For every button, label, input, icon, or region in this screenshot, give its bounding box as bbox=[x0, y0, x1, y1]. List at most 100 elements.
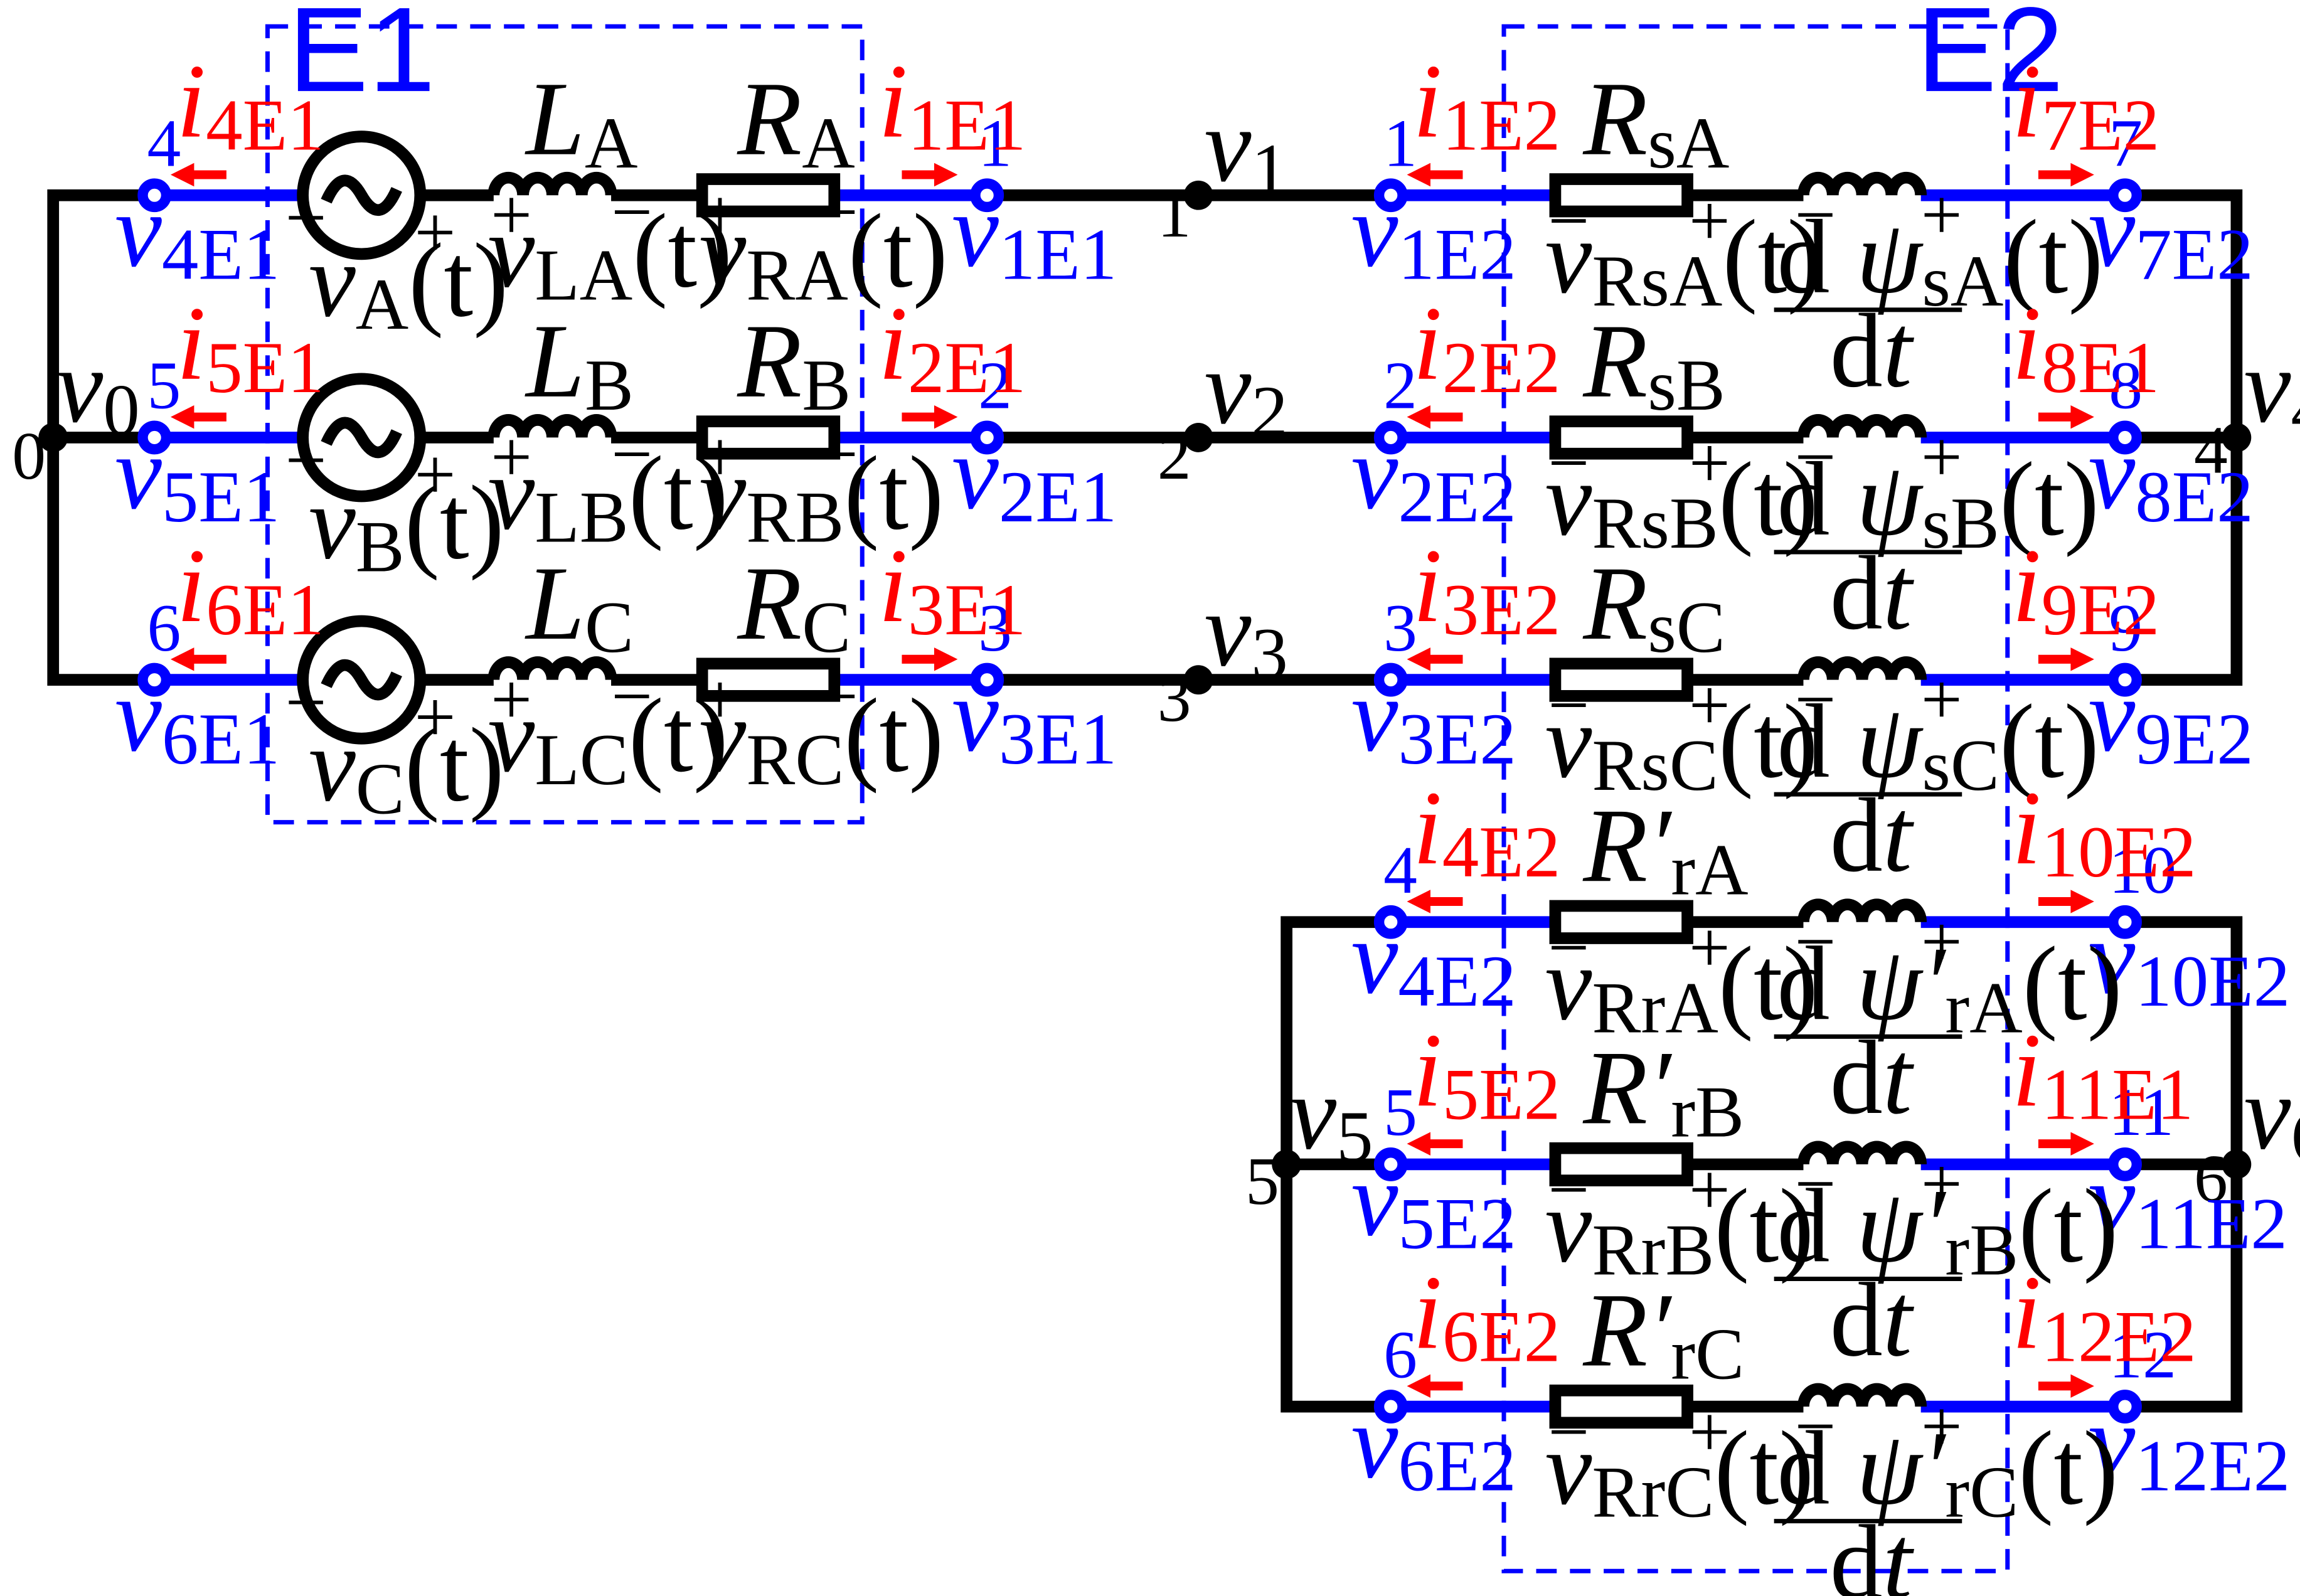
e1-row-1-resistor-voltage: vRA(t) bbox=[700, 193, 948, 316]
e1-row-1-current-right: i1E1 bbox=[878, 43, 1026, 166]
e2-row-6-terminal-left-number: 6 bbox=[1383, 1317, 1417, 1392]
block-e2-border bbox=[1501, 24, 2010, 1573]
node-1-dot bbox=[1183, 180, 1213, 210]
block-e1-label: E1 bbox=[288, 0, 435, 117]
e2-row-1-terminal-right bbox=[2108, 178, 2142, 213]
e2-row-2-terminal-right-number: 8 bbox=[2109, 349, 2143, 423]
node-0-number: 0 bbox=[12, 419, 46, 494]
e1-row-1-current-left: i4E1 bbox=[176, 43, 324, 166]
e1-row-3-resistor-minus: − bbox=[817, 656, 858, 737]
e2-row-1-current-left-arrow-head bbox=[1407, 162, 1431, 187]
e2-row-5-resistor-label: R′rB bbox=[1582, 1029, 1744, 1152]
e2-row-3-inductor bbox=[1797, 656, 1927, 681]
e1-row-3-terminal-left-number: 6 bbox=[147, 591, 181, 666]
node-3-number: 3 bbox=[1158, 661, 1191, 736]
e1-row-3-port-voltage-left: v6E1 bbox=[115, 657, 280, 780]
e2-row-3-terminal-left bbox=[1373, 662, 1408, 697]
e2-row-2-port-voltage-left: v2E2 bbox=[1351, 415, 1516, 538]
e2-row-5-flux-derivative-denominator: dt bbox=[1830, 1262, 1915, 1378]
e2-row-2-port-voltage-right: v8E2 bbox=[2089, 415, 2254, 538]
node-v3-label: v3 bbox=[1205, 572, 1288, 694]
e1-row-3-source-plus: + bbox=[414, 677, 455, 758]
e1-row-1-inductor bbox=[487, 171, 617, 196]
e2-row-3-current-right: i9E2 bbox=[2012, 528, 2159, 651]
e2-row-2-terminal-left bbox=[1373, 420, 1408, 455]
e1-row-2-source-minus: − bbox=[285, 420, 327, 501]
e2-row-1-flux-minus: − bbox=[1794, 174, 1836, 255]
sine-wave-icon bbox=[321, 417, 402, 459]
e2-row-1-resistor-voltage: vRsA(t) bbox=[1545, 199, 1823, 322]
e2-row-5-resistor-plus: + bbox=[1689, 1149, 1730, 1230]
node-6-dot bbox=[2222, 1149, 2252, 1179]
e1-row-2-current-right-arrow-head bbox=[934, 405, 958, 429]
e1-row-2-resistor-minus: − bbox=[817, 414, 858, 495]
node-4-number: 4 bbox=[2194, 413, 2228, 488]
e1-row-1-source-plus: + bbox=[414, 193, 455, 274]
e1-row-2-terminal-right bbox=[970, 420, 1004, 455]
inductor-coil bbox=[1797, 171, 1927, 196]
inductor-coil bbox=[1797, 1141, 1927, 1165]
e1-row-2-inductor-plus: + bbox=[491, 417, 532, 498]
e2-row-1-flux-derivative-denominator: dt bbox=[1830, 293, 1915, 410]
e1-row-2-source-plus: + bbox=[414, 435, 455, 516]
e2-row-5-terminal-left-number: 5 bbox=[1383, 1075, 1417, 1150]
node-2-number: 2 bbox=[1158, 419, 1191, 494]
e2-row-5-port-voltage-right: v11E2 bbox=[2089, 1141, 2287, 1264]
node-v1-label: v1 bbox=[1205, 87, 1288, 210]
e1-row-3-inductor-plus: + bbox=[491, 659, 532, 740]
e1-row-1-resistor-label: RA bbox=[737, 61, 855, 184]
e2-row-1-resistor-plus: + bbox=[1689, 181, 1730, 262]
e2-row-4-resistor bbox=[1549, 900, 1693, 944]
e2-row-4-flux-derivative-denominator: dt bbox=[1830, 1019, 1915, 1136]
e2-row-2-terminal-left-number: 2 bbox=[1383, 349, 1417, 423]
e2-row-3-current-left: i3E2 bbox=[1413, 528, 1560, 651]
e2-row-5-flux-plus: + bbox=[1921, 1144, 1962, 1225]
e2-row-2-resistor-voltage: vRsB(t) bbox=[1545, 441, 1818, 564]
e2-row-3-current-left-arrow-head bbox=[1407, 647, 1431, 671]
e2-row-2-resistor-plus: + bbox=[1689, 423, 1730, 504]
e2-row-5-resistor bbox=[1549, 1142, 1693, 1187]
e2-row-2-current-right-arrow-head bbox=[2070, 405, 2094, 429]
e2-row-3-current-right-arrow-head bbox=[2070, 647, 2094, 671]
e2-row-1-inductor bbox=[1797, 171, 1927, 196]
e1-row-2-port-voltage-right: v2E1 bbox=[952, 415, 1117, 538]
e2-row-5-terminal-left bbox=[1373, 1147, 1408, 1181]
node-0-dot bbox=[38, 423, 68, 452]
e1-row-3-current-right: i3E1 bbox=[878, 528, 1026, 651]
e2-row-2-flux-derivative-numerator: d ψsB(t) bbox=[1777, 441, 2099, 564]
e2-row-3-resistor-minus: − bbox=[1548, 665, 1589, 746]
node-5-dot bbox=[1272, 1149, 1302, 1179]
block-e2-label: E2 bbox=[1917, 0, 2064, 117]
e2-row-3-flux-minus: − bbox=[1794, 659, 1836, 740]
e1-row-2-inductor bbox=[487, 414, 617, 438]
e1-row-3-resistor-voltage: vRC(t) bbox=[700, 678, 944, 801]
e2-row-1-terminal-left bbox=[1373, 178, 1408, 213]
e2-row-1-flux-derivative-numerator: d ψsA(t) bbox=[1777, 199, 2103, 322]
e2-row-3-flux-plus: + bbox=[1921, 659, 1962, 740]
node-v4-label: v4 bbox=[2244, 328, 2300, 451]
e1-row-1-terminal-right bbox=[970, 178, 1004, 213]
e2-row-2-current-right: i8E1 bbox=[2012, 285, 2159, 408]
e2-row-6-inductor bbox=[1797, 1383, 1927, 1407]
e1-row-3-resistor-plus: + bbox=[700, 659, 741, 740]
e1-row-1-inductor-plus: + bbox=[491, 174, 532, 255]
e2-row-6-current-right-arrow-head bbox=[2070, 1374, 2094, 1398]
e1-row-3-resistor-label: RC bbox=[737, 545, 851, 668]
e1-row-1-terminal-left bbox=[137, 178, 172, 213]
e2-row-6-terminal-right-number: 12 bbox=[2109, 1317, 2176, 1392]
e2-row-6-resistor bbox=[1549, 1384, 1693, 1429]
e2-row-3-terminal-left-number: 3 bbox=[1383, 591, 1417, 666]
e1-row-2-resistor-plus: + bbox=[700, 417, 741, 498]
node-2-dot bbox=[1183, 423, 1213, 452]
e2-row-2-resistor-minus: − bbox=[1548, 423, 1589, 504]
e2-row-3-terminal-right bbox=[2108, 662, 2142, 697]
e2-row-6-terminal-right bbox=[2108, 1390, 2142, 1424]
node-4-dot bbox=[2222, 423, 2252, 452]
e2-row-1-current-right-arrow-head bbox=[2070, 162, 2094, 187]
e1-row-1-inductor-minus: − bbox=[611, 172, 652, 253]
e2-row-4-current-left-arrow-head bbox=[1407, 890, 1431, 913]
e2-row-1-port-voltage-left: v1E2 bbox=[1351, 173, 1516, 295]
e1-row-1-current-right-arrow-head bbox=[934, 162, 958, 187]
e2-row-4-terminal-left-number: 4 bbox=[1383, 833, 1417, 908]
